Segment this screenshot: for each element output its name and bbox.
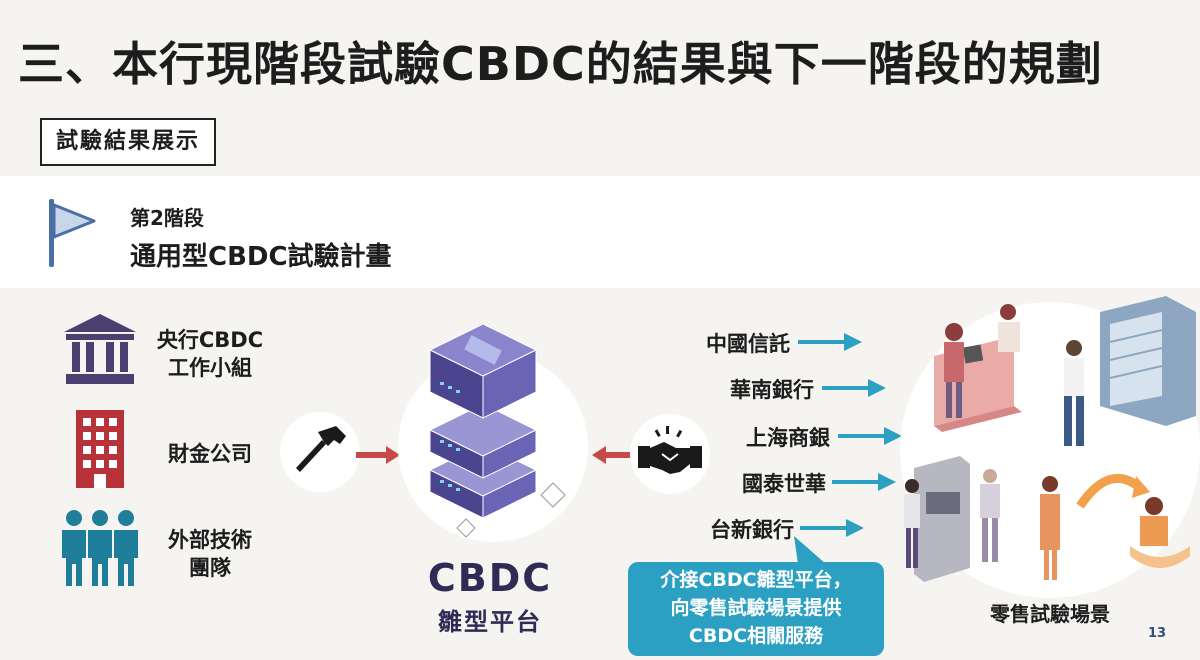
retail-scene-illustration xyxy=(904,296,1196,582)
office-building-icon xyxy=(76,410,124,488)
callout-pointer xyxy=(794,536,826,564)
entity-cbdc-team: 央行CBDC 工作小組 xyxy=(156,328,264,380)
page-title: 三、本行現階段試驗CBDC的結果與下一階段的規劃 xyxy=(18,37,1103,91)
bank-scsb: 上海商銀 xyxy=(746,426,830,450)
bank-building-icon xyxy=(64,314,136,384)
platform-title: CBDC xyxy=(427,556,553,600)
bank-cathay: 國泰世華 xyxy=(742,472,826,496)
arrow-right-teal xyxy=(822,379,886,397)
server-stack-icon xyxy=(428,323,538,519)
arrow-right-teal xyxy=(832,473,896,491)
hammer-icon xyxy=(296,426,346,472)
flag-icon xyxy=(49,199,96,267)
retail-scene-label: 零售試驗場景 xyxy=(990,602,1110,626)
arrow-right-teal xyxy=(798,333,862,351)
hammer-circle xyxy=(280,412,360,492)
cube-decoration-icon xyxy=(456,518,476,538)
phase-band xyxy=(0,176,1200,288)
plan-title: 通用型CBDC試驗計畫 xyxy=(130,242,392,272)
arrow-left-red xyxy=(592,446,636,464)
section-tag: 試驗結果展示 xyxy=(40,118,217,166)
entity-external-team: 外部技術 團隊 xyxy=(168,528,252,580)
team-people-icon xyxy=(62,510,138,586)
platform-subtitle: 雛型平台 xyxy=(438,608,542,636)
phase-label: 第2階段 xyxy=(130,206,204,230)
arrow-right-teal xyxy=(800,519,864,537)
arrow-right-red xyxy=(356,446,400,464)
cube-decoration-icon xyxy=(540,482,566,508)
arrow-right-teal xyxy=(838,427,902,445)
entity-fisc: 財金公司 xyxy=(168,442,252,466)
bank-taishin: 台新銀行 xyxy=(710,518,794,542)
callout-box: 介接CBDC雛型平台， 向零售試驗場景提供 CBDC相關服務 xyxy=(628,562,884,656)
handshake-icon xyxy=(638,426,702,474)
page-number: 13 xyxy=(1148,626,1167,641)
bank-ctbc: 中國信託 xyxy=(706,332,790,356)
bank-huanan: 華南銀行 xyxy=(730,378,814,402)
